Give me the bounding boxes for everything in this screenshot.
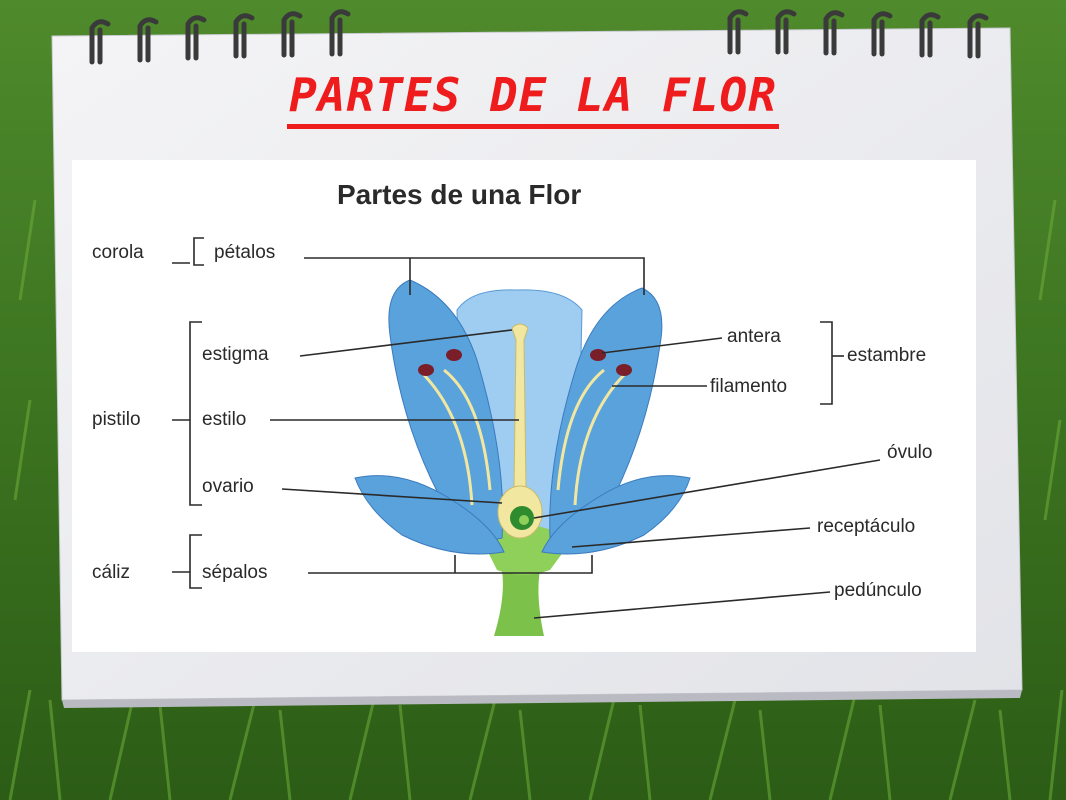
flower-diagram: Partes de una Flor [92, 179, 932, 636]
anther-right-1 [590, 349, 606, 361]
diagram-labels: corola pétalos estigma pistilo estilo ov… [92, 242, 932, 601]
label-petalos: pétalos [214, 242, 275, 263]
label-ovario: ovario [202, 476, 254, 497]
leader-lines [172, 237, 881, 619]
flower-diagram-panel: Partes de una Flor [72, 160, 976, 652]
peduncle-shape [494, 560, 544, 636]
label-pistilo: pistilo [92, 409, 141, 430]
label-filamento: filamento [710, 376, 787, 397]
label-receptaculo: receptáculo [817, 516, 915, 537]
label-corola: corola [92, 242, 144, 263]
anther-left-2 [418, 364, 434, 376]
label-caliz: cáliz [92, 562, 130, 583]
label-ovulo: óvulo [887, 442, 932, 463]
label-estambre: estambre [847, 345, 926, 366]
label-estigma: estigma [202, 344, 269, 365]
label-sepalos: sépalos [202, 562, 268, 583]
filament-left [443, 368, 492, 491]
label-pedunculo: pedúnculo [834, 580, 922, 601]
label-antera: antera [727, 326, 781, 347]
page-title: PARTES DE LA FLOR [0, 68, 1066, 129]
right-sepal [541, 475, 691, 555]
label-estilo: estilo [202, 409, 246, 430]
anther-right-2 [616, 364, 632, 376]
anther-left-1 [446, 349, 462, 361]
filament-right [556, 368, 605, 491]
diagram-heading: Partes de una Flor [337, 179, 581, 210]
spiral-binding-right [727, 9, 989, 59]
flower-illustration [354, 279, 691, 636]
spiral-binding-left [89, 9, 351, 65]
page-title-text: PARTES DE LA FLOR [287, 68, 779, 129]
